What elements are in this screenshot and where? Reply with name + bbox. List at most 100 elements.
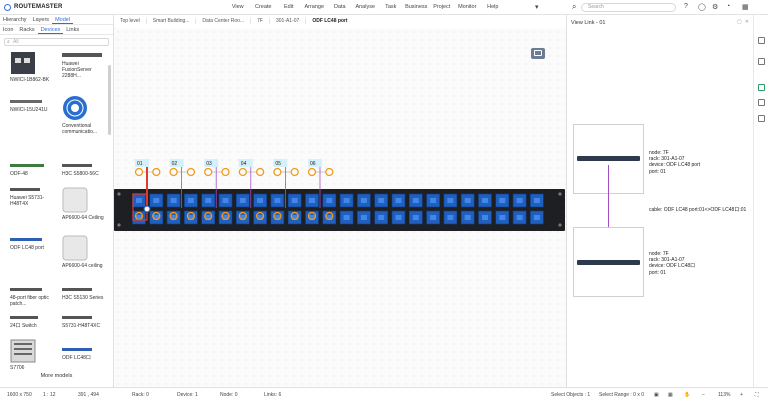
fit-icon[interactable]: ▣ xyxy=(654,392,659,398)
notification-icon[interactable]: ◔ xyxy=(726,3,731,10)
search-input[interactable]: Search xyxy=(581,3,676,12)
device-thumbnail xyxy=(10,339,36,363)
menu-view[interactable]: View xyxy=(231,4,244,10)
node-b-box[interactable] xyxy=(573,227,644,297)
model-panel: Hierarchy Layers Model Icon Racks Device… xyxy=(0,15,114,387)
menu-business[interactable]: Business xyxy=(405,4,428,10)
subtab-racks[interactable]: Racks xyxy=(19,27,35,33)
device-item[interactable]: AP6600-64 Ceiling xyxy=(56,187,108,221)
zoom-in-icon[interactable]: + xyxy=(740,392,743,398)
device-label: H3C S5130 Series xyxy=(62,295,104,301)
tab-model[interactable]: Model xyxy=(52,15,74,24)
cursor-position: 391 , 494 xyxy=(78,392,99,398)
device-item[interactable]: Conventional communicatio... xyxy=(56,95,108,135)
device-label: ODF-48 xyxy=(10,171,28,177)
breadcrumb-floor[interactable]: 7F xyxy=(251,18,270,24)
menu-project[interactable]: Project xyxy=(433,4,451,10)
breadcrumb-building[interactable]: Smart Building... xyxy=(147,18,197,24)
tab-hierarchy[interactable]: Hierarchy xyxy=(3,17,27,23)
tab-layers[interactable]: Layers xyxy=(32,17,50,23)
fullscreen-icon[interactable]: ⛶ xyxy=(755,392,759,398)
node-b-device-bar xyxy=(577,260,640,265)
properties-icon[interactable] xyxy=(758,37,765,44)
menu-analyse[interactable]: Analyse xyxy=(355,4,376,10)
device-item[interactable]: Huawei FusionServer 2288H... xyxy=(56,51,108,79)
device-thumbnail xyxy=(62,235,88,261)
device-item[interactable]: ODF LC48 port xyxy=(4,237,58,251)
device-item[interactable]: NWICI-1B862-BK xyxy=(4,51,58,83)
device-item[interactable]: AP6600-64 ceiling xyxy=(56,235,108,269)
screen-icon xyxy=(534,50,542,56)
device-filter-input[interactable]: ⌕ All xyxy=(4,38,109,46)
menu-help[interactable]: Help xyxy=(487,4,499,10)
canvas-resolution: 1600 x 750 xyxy=(7,392,32,398)
search-icon: ⌕ xyxy=(7,39,10,45)
device-item[interactable]: ODF-48 xyxy=(4,163,58,177)
subtab-devices[interactable]: Devices xyxy=(37,25,64,34)
scale-ratio: 1 : 12 xyxy=(43,392,56,398)
cable-info: cable: ODF LC48 port:01<>ODF LC48口:01 xyxy=(649,207,747,213)
device-item[interactable]: ODF LC48口 xyxy=(56,347,108,361)
main-menu: View Create Edit Arrange Data Analyse Ta… xyxy=(225,0,506,15)
right-tool-strip xyxy=(753,15,768,387)
device-item[interactable]: H3C S5130 Series xyxy=(56,287,108,301)
device-item[interactable]: NWICI-15U241U xyxy=(4,99,58,113)
canvas-view-toggle-button[interactable] xyxy=(531,48,545,59)
app-logo: ROUTEMASTER xyxy=(4,3,154,11)
device-label: 24口 Switch xyxy=(10,323,37,329)
device-item[interactable]: 24口 Switch xyxy=(4,315,58,329)
subtab-links[interactable]: Links xyxy=(66,27,80,33)
menu-create[interactable]: Create xyxy=(254,4,272,10)
grid-toggle-icon[interactable]: ▦ xyxy=(668,392,673,398)
link-view-icon[interactable] xyxy=(758,84,765,91)
hand-icon[interactable]: ✋ xyxy=(684,392,691,398)
device-item[interactable]: S7706 xyxy=(4,339,58,371)
magnifier-icon[interactable]: ⌕ xyxy=(572,2,577,11)
breadcrumb-device: ODF LC48 port xyxy=(312,18,348,24)
app-name: ROUTEMASTER xyxy=(14,4,63,10)
help-icon[interactable]: ? xyxy=(684,3,688,10)
search-placeholder: Search xyxy=(588,4,604,10)
node-b-port: port: 01 xyxy=(649,269,666,276)
zoom-level[interactable]: 113% xyxy=(718,392,731,398)
menu-arrange[interactable]: Arrange xyxy=(304,4,325,10)
view-link-title: View Link - 01 xyxy=(571,20,606,26)
menu-edit[interactable]: Edit xyxy=(284,4,294,10)
device-label: ODF LC48口 xyxy=(62,355,91,361)
menu-monitor[interactable]: Monitor xyxy=(458,4,477,10)
diagram-canvas[interactable] xyxy=(114,28,566,387)
logo-icon xyxy=(4,3,11,11)
device-label: AP6600-64 Ceiling xyxy=(62,215,104,221)
breadcrumb: Top level Smart Building... Data Center … xyxy=(114,15,566,27)
table-icon[interactable] xyxy=(758,99,765,106)
device-label: S5731-H48T4XC xyxy=(62,323,101,329)
zoom-out-icon[interactable]: − xyxy=(702,392,705,398)
more-models-button[interactable]: More models xyxy=(40,373,73,379)
settings-icon[interactable]: ⚙ xyxy=(712,4,719,11)
node-a-device: device: ODF LC48 port xyxy=(649,162,701,169)
link-connector xyxy=(608,165,609,262)
subtab-icon[interactable]: Icon xyxy=(3,27,14,33)
node-b-node: node: 7F xyxy=(649,251,669,257)
breadcrumb-room[interactable]: Data Center Roo... xyxy=(196,18,252,24)
chevron-down-icon[interactable]: ▾ xyxy=(535,4,539,11)
breadcrumb-top-level[interactable]: Top level xyxy=(114,18,147,24)
device-item[interactable]: S5731-H48T4XC xyxy=(56,315,108,329)
device-thumbnail xyxy=(63,96,87,120)
panel-window-controls[interactable]: ▢✕ xyxy=(737,19,752,25)
panel-scrollbar[interactable] xyxy=(108,65,111,135)
menu-data[interactable]: Data xyxy=(333,4,346,10)
device-thumbnail xyxy=(11,52,35,74)
device-label: Huawei S5731-H48T4X xyxy=(10,195,45,207)
breadcrumb-rack[interactable]: 301-A1-07 xyxy=(270,18,307,24)
apps-icon[interactable]: ▦ xyxy=(742,4,749,11)
device-library: NWICI-1B862-BK Huawei FusionServer 2288H… xyxy=(0,51,108,371)
user-icon[interactable]: ◯ xyxy=(698,4,706,11)
device-item[interactable]: Huawei S5731-H48T4X xyxy=(4,187,58,207)
device-item[interactable]: H3C S5800-56C xyxy=(56,163,108,177)
menu-task[interactable]: Task xyxy=(385,4,397,10)
grid-icon[interactable] xyxy=(758,115,765,122)
device-item[interactable]: 48-port fiber optic patch... xyxy=(4,287,58,307)
list-icon[interactable] xyxy=(758,58,765,65)
device-label: AP6600-64 ceiling xyxy=(62,263,103,269)
